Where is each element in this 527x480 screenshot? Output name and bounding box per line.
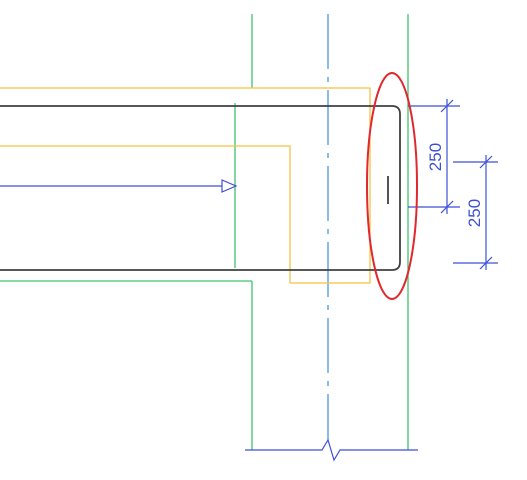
dimension-group bbox=[408, 99, 498, 270]
highlight-ellipse bbox=[366, 72, 418, 300]
rebar-group bbox=[0, 105, 401, 271]
dim-lower-tick-top bbox=[479, 155, 493, 169]
dim-upper-label: 250 bbox=[426, 143, 445, 171]
rebar-u-bar bbox=[0, 105, 401, 271]
cover-outline-group bbox=[0, 87, 371, 284]
direction-arrow bbox=[0, 179, 238, 193]
dim-lower-label: 250 bbox=[465, 199, 484, 227]
arrow-head bbox=[221, 179, 238, 193]
dim-upper-tick-top bbox=[440, 99, 454, 113]
dim-lower-tick-bottom bbox=[479, 256, 493, 270]
top-cover-outline bbox=[0, 87, 371, 284]
dim-upper-tick-bottom bbox=[440, 200, 454, 214]
wall-outline-group bbox=[0, 14, 409, 450]
inner-cover-outline bbox=[0, 145, 291, 283]
break-line bbox=[245, 438, 418, 462]
